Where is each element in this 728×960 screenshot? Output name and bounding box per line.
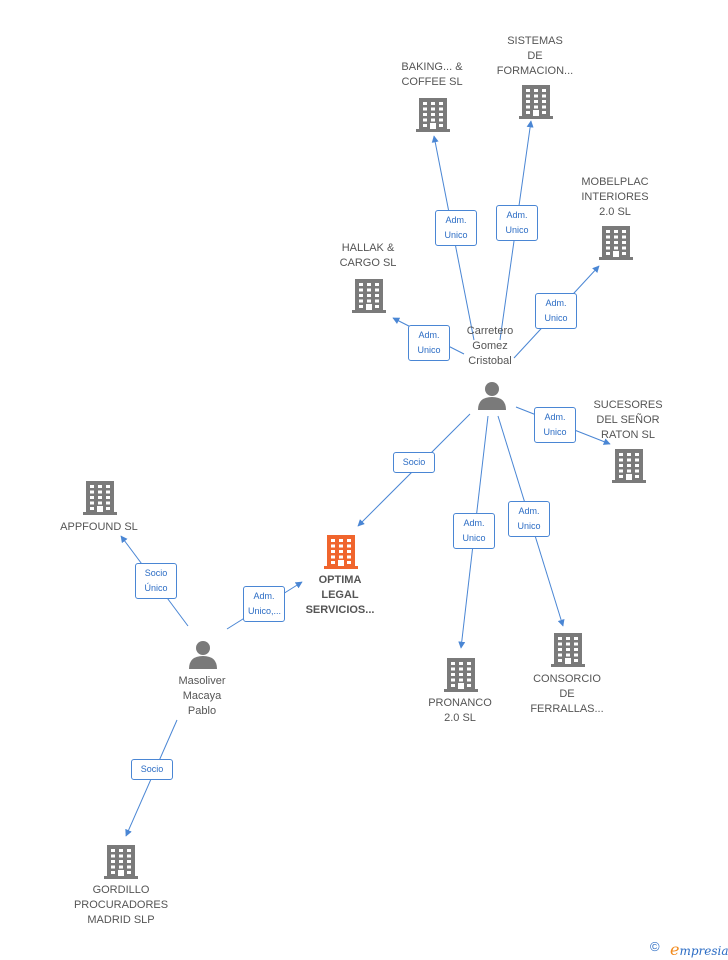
node-label-pronanco[interactable]: PRONANCO 2.0 SL xyxy=(428,697,492,724)
node-label-sucesores[interactable]: SUCESORES DEL SEÑOR RATON SL xyxy=(593,398,663,441)
person-icon-carretero[interactable] xyxy=(478,382,506,410)
edge-label-carretero-baking: Adm. Unico xyxy=(435,209,477,246)
edge-label-carretero-consorcio: Adm. Unico xyxy=(508,500,550,537)
copyright-symbol: © xyxy=(650,939,660,954)
node-label-hallak[interactable]: HALLAK & CARGO SL xyxy=(339,242,397,269)
building-icon-appfound[interactable] xyxy=(83,481,117,515)
edge-label-masoliver-appfound: Socio Único xyxy=(135,562,177,599)
node-label-mobelplac[interactable]: MOBELPLAC INTERIORES 2.0 SL xyxy=(581,175,649,218)
building-icon-pronanco[interactable] xyxy=(444,658,478,692)
building-icon-hallak[interactable] xyxy=(352,279,386,313)
node-label-sistemas[interactable]: SISTEMAS DE FORMACION... xyxy=(496,34,574,77)
node-label-gordillo[interactable]: GORDILLO PROCURADORES MADRID SLP xyxy=(73,883,169,926)
building-icon-consorcio[interactable] xyxy=(551,633,585,667)
node-label-optima[interactable]: OPTIMA LEGAL SERVICIOS... xyxy=(305,573,375,616)
building-icon-gordillo[interactable] xyxy=(104,845,138,879)
person-icon-masoliver[interactable] xyxy=(189,641,217,669)
building-icon-baking[interactable] xyxy=(416,98,450,132)
empresia-logo: empresia xyxy=(670,940,728,959)
edge-label-masoliver-optima: Adm. Unico,... xyxy=(243,585,285,622)
node-label-carretero[interactable]: Carretero Gomez Cristobal xyxy=(466,324,514,367)
nodes-layer xyxy=(83,85,646,879)
building-icon-optima[interactable] xyxy=(324,535,358,569)
building-icon-sistemas[interactable] xyxy=(519,85,553,119)
node-label-baking[interactable]: BAKING... & COFFEE SL xyxy=(401,61,463,88)
edge-label-carretero-optima: Socio xyxy=(393,452,435,473)
edge-label-carretero-sucesores: Adm. Unico xyxy=(534,406,576,443)
building-icon-mobelplac[interactable] xyxy=(599,226,633,260)
node-label-consorcio[interactable]: CONSORCIO DE FERRALLAS... xyxy=(530,672,604,715)
edge-label-masoliver-gordillo: Socio xyxy=(131,759,173,780)
building-icon-sucesores[interactable] xyxy=(612,449,646,483)
edge-label-carretero-mobelplac: Adm. Unico xyxy=(535,292,577,329)
edge-label-carretero-pronanco: Adm. Unico xyxy=(453,512,495,549)
node-label-masoliver[interactable]: Masoliver Macaya Pablo xyxy=(178,674,226,717)
edge-label-carretero-hallak: Adm. Unico xyxy=(408,324,450,361)
edge-label-carretero-sistemas: Adm. Unico xyxy=(496,204,538,241)
node-label-appfound[interactable]: APPFOUND SL xyxy=(60,520,138,533)
